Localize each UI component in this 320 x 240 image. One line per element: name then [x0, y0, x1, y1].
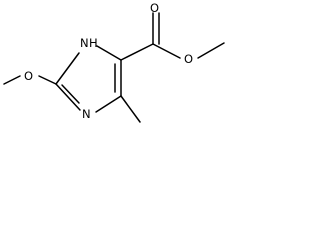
bond-methyl-ether-o: [3, 75, 21, 85]
atom-ester-oxygen: O: [184, 52, 193, 66]
atom-nh-nitrogen: N: [80, 36, 89, 50]
atom-ring-nitrogen: N: [82, 107, 91, 121]
atom-ether-oxygen: O: [24, 69, 33, 83]
bond-n3-c2-inner: [61, 84, 80, 104]
atom-nh-hydrogen: H: [89, 36, 98, 50]
bond-carboxyl-ester-o: [152, 43, 181, 59]
bond-c4-methyl: [120, 95, 141, 123]
bond-ester-o-methyl: [197, 42, 225, 59]
bond-n3-c2: [55, 83, 81, 111]
imidazole-ester-structure: O N H N O O: [3, 1, 225, 123]
bond-c4-n3: [95, 95, 122, 113]
bond-c2-n1: [55, 52, 80, 85]
bond-n1-c5: [96, 45, 122, 61]
atom-carbonyl-oxygen: O: [150, 1, 159, 15]
bond-ether-o-c2: [38, 75, 57, 85]
bond-c5-carboxyl: [120, 43, 154, 61]
